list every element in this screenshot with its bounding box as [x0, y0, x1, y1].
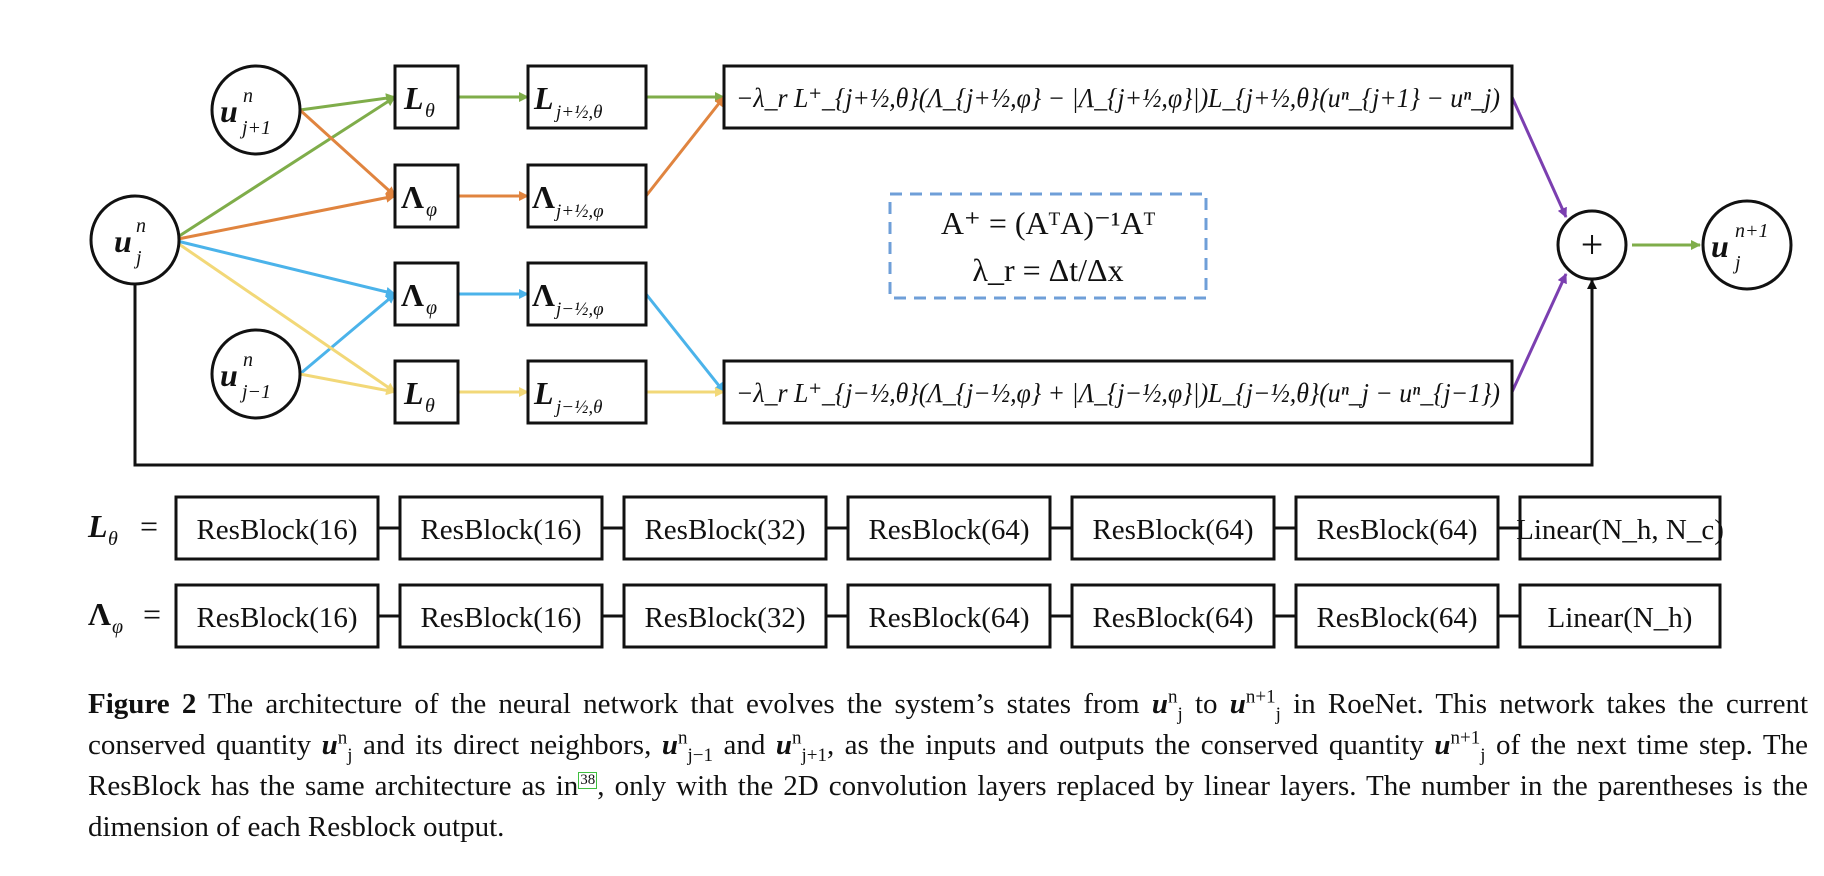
node-u-out-sub: j [1732, 252, 1741, 274]
svg-text:L: L [533, 375, 554, 411]
svg-text:L: L [533, 80, 554, 116]
box-Lambda-phi-top: Λ φ [393, 163, 460, 229]
svg-text:Λ: Λ [532, 277, 555, 313]
architecture-diagram: u n j u n j+1 u n j−1 u n+1 j + L θ Λ φ … [87, 64, 1793, 649]
linear-label: Linear(N_h, N_c) [1516, 514, 1724, 546]
resblock-box [846, 495, 1052, 561]
box-Lambda-phi-bottom: Λ φ [393, 261, 460, 327]
resblock-label: ResBlock(64) [1316, 514, 1477, 546]
svg-text:Λ: Λ [88, 596, 111, 632]
yellow-path [172, 238, 725, 397]
formula-box: A⁺ = (AᵀA)⁻¹Aᵀ λ_r = Δt/Δx [888, 192, 1208, 300]
svg-text:θ: θ [108, 528, 118, 550]
node-u-j-plus-1: u n j+1 [210, 64, 302, 156]
node-u-jm1-base: u [220, 357, 238, 393]
blue-path [172, 238, 726, 393]
flux-box-bottom: −λ_r L⁺_{j−½,θ}(Λ_{j−½,φ} + |Λ_{j−½,φ}|)… [722, 359, 1514, 425]
Lambda-phi-row-label: Λ φ = [88, 596, 161, 638]
svg-text:L: L [403, 80, 424, 116]
L-theta-row-label: L θ = [87, 508, 158, 550]
node-u-j-sup: n [136, 215, 146, 237]
linear-label: Linear(N_h) [1548, 602, 1693, 634]
svg-text:θ: θ [425, 395, 435, 417]
node-u-out-sup: n+1 [1735, 220, 1769, 242]
resblock-label: ResBlock(64) [868, 514, 1029, 546]
node-u-jp1-sup: n [243, 85, 253, 107]
sum-node: + [1556, 209, 1628, 281]
resblock-box [398, 583, 604, 649]
node-u-j: u n j [89, 194, 181, 286]
skip-connection [133, 279, 1597, 467]
svg-text:φ: φ [426, 297, 437, 319]
node-u-out: u n+1 j [1701, 199, 1793, 291]
box-L-theta-top: L θ [393, 64, 460, 130]
purple-path [1510, 96, 1568, 393]
resblock-label: ResBlock(16) [196, 602, 357, 634]
figure-caption: Figure 2 The architecture of the neural … [88, 686, 1809, 843]
resblock-box [174, 495, 380, 561]
svg-text:j+½,φ: j+½,φ [553, 201, 604, 222]
caption-label: Figure 2 [88, 688, 197, 720]
svg-text:j+½,θ: j+½,θ [553, 102, 602, 123]
resblock-label: ResBlock(32) [644, 602, 805, 634]
svg-text:θ: θ [425, 100, 435, 122]
svg-text:j−½,θ: j−½,θ [553, 397, 602, 418]
resblock-box [846, 583, 1052, 649]
node-u-jm1-sup: n [243, 349, 253, 371]
svg-text:=: = [140, 508, 158, 544]
plus-sign: + [1581, 222, 1604, 267]
flux-top-text: −λ_r L⁺_{j+½,θ}(Λ_{j+½,φ} − |Λ_{j+½,φ}|)… [736, 83, 1500, 113]
box-Lambda-plus-half: Λ j+½,φ [526, 163, 648, 229]
box-Lambda-minus-half: Λ j−½,φ [526, 261, 648, 327]
green-path [172, 92, 1701, 250]
svg-text:=: = [143, 596, 161, 632]
resblock-label: ResBlock(64) [1092, 514, 1253, 546]
linear-box [1518, 583, 1722, 649]
box-L-plus-half: L j+½,θ [526, 64, 648, 130]
resblock-label: ResBlock(64) [868, 602, 1029, 634]
node-u-j-minus-1: u n j−1 [210, 328, 302, 420]
formula-line-1: A⁺ = (AᵀA)⁻¹Aᵀ [941, 205, 1156, 241]
node-u-j-sub: j [133, 247, 142, 269]
svg-text:φ: φ [112, 616, 123, 638]
resblock-box [1294, 495, 1500, 561]
svg-text:L: L [87, 508, 108, 544]
flux-box-top: −λ_r L⁺_{j+½,θ}(Λ_{j+½,φ} − |Λ_{j+½,φ}|)… [722, 64, 1514, 130]
node-u-jp1-sub: j+1 [239, 117, 271, 139]
citation-link[interactable]: 38 [578, 772, 598, 790]
Lambda-phi-block-row: ResBlock(16) ResBlock(16) ResBlock(32) ResB… [174, 583, 1722, 649]
resblock-label: ResBlock(64) [1316, 602, 1477, 634]
node-u-out-base: u [1711, 228, 1729, 264]
orange-path [172, 96, 726, 242]
box-L-minus-half: L j−½,θ [526, 359, 648, 425]
linear-box [1518, 495, 1722, 561]
node-u-jp1-base: u [220, 93, 238, 129]
resblock-label: ResBlock(16) [420, 514, 581, 546]
resblock-box [622, 495, 828, 561]
svg-text:Λ: Λ [401, 277, 424, 313]
formula-line-2: λ_r = Δt/Δx [972, 252, 1123, 288]
svg-text:φ: φ [426, 199, 437, 221]
svg-text:Λ: Λ [401, 179, 424, 215]
svg-text:L: L [403, 375, 424, 411]
box-L-theta-bottom: L θ [393, 359, 460, 425]
resblock-label: ResBlock(16) [420, 602, 581, 634]
L-theta-block-row: ResBlock(16) ResBlock(16) ResBlock(32) ResB… [174, 495, 1724, 561]
svg-text:Λ: Λ [532, 179, 555, 215]
resblock-box [622, 583, 828, 649]
resblock-box [398, 495, 604, 561]
resblock-label: ResBlock(64) [1092, 602, 1253, 634]
node-u-jm1-sub: j−1 [239, 381, 271, 403]
resblock-label: ResBlock(32) [644, 514, 805, 546]
resblock-label: ResBlock(16) [196, 514, 357, 546]
node-u-j-base: u [114, 223, 132, 259]
svg-text:j−½,φ: j−½,φ [553, 299, 604, 320]
flux-bottom-text: −λ_r L⁺_{j−½,θ}(Λ_{j−½,φ} + |Λ_{j−½,φ}|)… [736, 378, 1500, 408]
